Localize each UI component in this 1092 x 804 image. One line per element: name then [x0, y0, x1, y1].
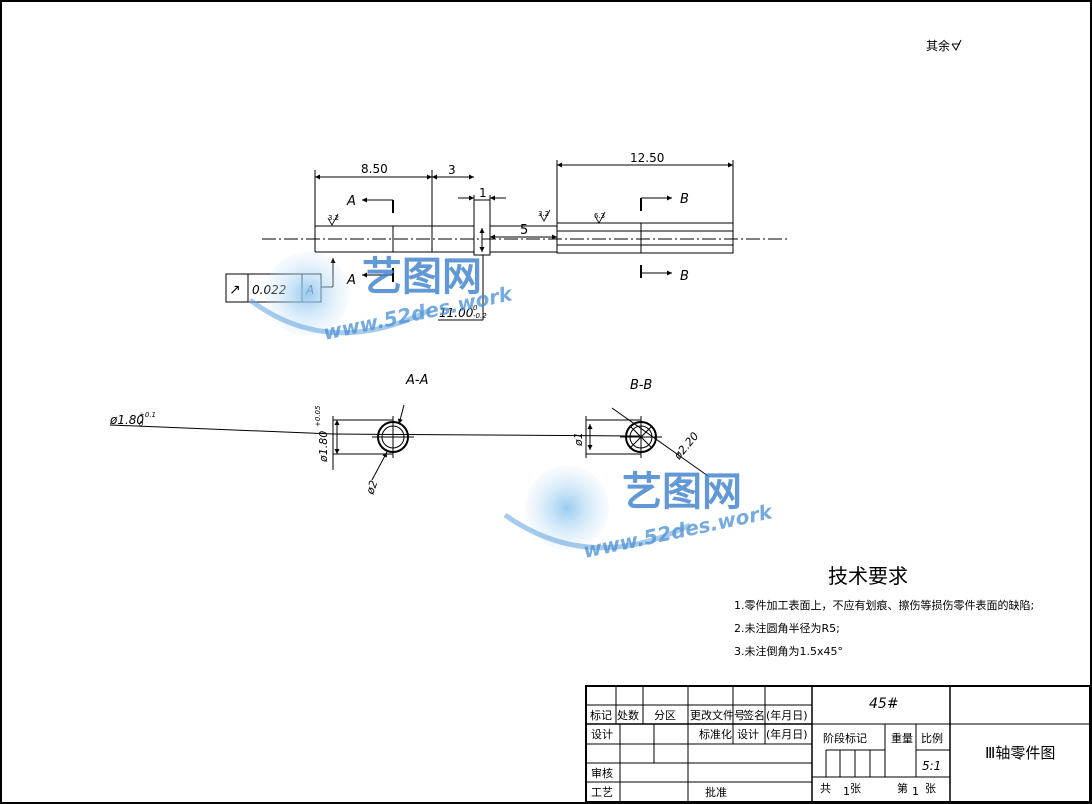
dim-1250: 12.50 [630, 151, 664, 165]
tb-standardize: 标准化 [699, 727, 732, 741]
dim-3: 3 [448, 163, 456, 177]
tb-total: 共 [820, 782, 831, 795]
tb-count: 处数 [617, 709, 639, 722]
section-b-bottom-label: B [680, 269, 689, 284]
dim-1100-tol-upper: 0 [473, 304, 478, 312]
title-block [585, 685, 1091, 803]
watermark-brand: 艺图网 [622, 469, 742, 515]
tb-process: 工艺 [591, 786, 613, 799]
title-block-text: 标记 处数 分区 更改文件号 签名 (年月日) 设计 标准化 设计 (年月日) … [590, 696, 1055, 799]
globe-icon [265, 252, 349, 336]
other-surfaces-label: 其余 [926, 38, 950, 53]
dim-1100: 11.00 [439, 306, 474, 320]
shaft-main-view [262, 160, 790, 321]
tb-change-doc: 更改文件号 [690, 708, 745, 722]
roughness-value: 3.2 [328, 214, 339, 222]
tb-sign: 签名 [743, 708, 765, 722]
roughness-icon [951, 39, 962, 51]
tb-weight: 重量 [891, 731, 913, 745]
dim-850: 8.50 [361, 162, 388, 176]
dim-dia-180: ø1.80 [109, 413, 144, 427]
tb-scale: 5:1 [922, 759, 941, 773]
section-aa-title: A-A [405, 373, 428, 388]
dim-dia-1: ø1 [572, 432, 585, 447]
general-roughness-note: 其余 [926, 38, 962, 53]
tech-req-title: 技术要求 [828, 564, 908, 588]
tb-ratio: 比例 [921, 731, 943, 745]
tb-design2: 设计 [737, 728, 759, 741]
watermark-1: 艺图网 www.52des.work [248, 252, 516, 345]
tech-req-item-1: 1.零件加工表面上，不应有划痕、擦伤等损伤零件表面的缺陷; [734, 598, 1034, 612]
tb-material: 45# [869, 696, 899, 712]
roughness-icon [327, 213, 339, 226]
dim-1: 1 [479, 186, 487, 200]
technical-requirements: 技术要求 1.零件加工表面上，不应有划痕、擦伤等损伤零件表面的缺陷; 2.未注圆… [734, 564, 1034, 658]
dim-dia-180-b: ø1.80 [317, 431, 330, 463]
roughness-symbols [327, 209, 606, 226]
tb-review: 审核 [591, 766, 613, 780]
section-bb-title: B-B [630, 378, 652, 393]
tb-design: 设计 [591, 728, 613, 741]
dim-dia-180-tol-upper: +0.1 [139, 411, 156, 419]
tech-req-item-2: 2.未注圆角半径为R5; [734, 621, 840, 635]
section-b-top-label: B [680, 192, 689, 207]
tb-stage-mark: 阶段标记 [823, 731, 867, 745]
tb-page-num: 1 [912, 785, 919, 798]
dim-5: 5 [520, 223, 528, 238]
tech-req-item-3: 3.未注倒角为1.5x45° [734, 644, 843, 658]
dim-1100-tol: -0.2 [473, 312, 487, 320]
runout-icon: ↗ [229, 282, 241, 298]
section-a-top-label: A [346, 194, 356, 209]
tb-zone: 分区 [654, 709, 676, 722]
tb-part-name: Ⅲ轴零件图 [985, 744, 1055, 762]
section-views [109, 404, 709, 481]
section-a-bottom-label: A [346, 273, 356, 288]
tb-date2: (年月日) [766, 727, 808, 741]
roughness-icon [539, 209, 551, 222]
tb-page: 第 [897, 781, 908, 795]
watermark-2: 艺图网 www.52des.work [503, 466, 776, 563]
roughness-icon [594, 211, 606, 224]
watermark-brand: 艺图网 [362, 254, 482, 300]
tb-approve: 批准 [705, 785, 727, 799]
roughness-value: 3.2 [538, 210, 549, 218]
dim-dia-2: ø2 [363, 479, 380, 497]
roughness-value: 6.3 [594, 212, 605, 220]
tb-total-num: 1 [843, 785, 850, 798]
tb-date: (年月日) [766, 708, 808, 722]
tb-mark: 标记 [590, 708, 612, 722]
globe-icon [525, 466, 609, 550]
dim-dia-180-b-tol: +0.05 [314, 405, 322, 427]
tb-page-unit: 张 [925, 782, 936, 795]
dim-dia-220: ø2.20 [671, 430, 702, 463]
dim-dia-180-tol-lower: 0 [139, 420, 144, 428]
tb-sheets: 张 [850, 782, 861, 795]
